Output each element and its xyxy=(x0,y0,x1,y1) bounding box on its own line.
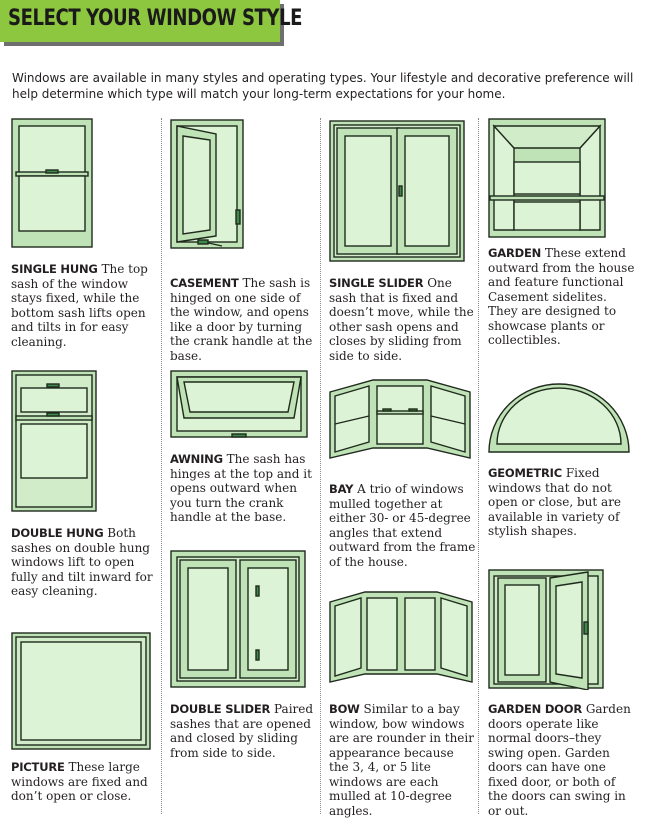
window-text: The top sash of the window stays fixed, … xyxy=(11,262,148,349)
bay-window-icon xyxy=(329,378,471,460)
awning-window-icon xyxy=(170,370,308,440)
double-slider-window-icon xyxy=(170,550,306,688)
single-hung-window-icon xyxy=(11,118,93,248)
column-divider xyxy=(320,118,321,814)
window-text: The sash is hinged on one side of the wi… xyxy=(170,276,313,363)
window-text: Paired sashes that are opened and closed… xyxy=(170,702,314,760)
window-description: DOUBLE SLIDER Paired sashes that are ope… xyxy=(170,702,318,760)
garden-door-icon xyxy=(488,566,606,690)
window-name: DOUBLE SLIDER xyxy=(170,702,271,716)
geometric-window-icon xyxy=(488,382,630,454)
window-text: Fixed windows that do not open or close,… xyxy=(488,466,622,538)
window-description: GARDEN DOOR Garden doors operate like no… xyxy=(488,702,636,818)
window-text: A trio of windows mulled together at eit… xyxy=(329,482,476,569)
window-name: AWNING xyxy=(170,452,223,466)
picture-window-icon xyxy=(11,632,151,750)
single-slider-window-icon xyxy=(329,120,465,262)
page-title: SELECT YOUR WINDOW STYLE xyxy=(8,6,303,31)
intro-paragraph: Windows are available in many styles and… xyxy=(12,71,634,101)
column-divider xyxy=(478,118,479,814)
bow-window-icon xyxy=(329,588,473,684)
window-text: These large windows are fixed and don’t … xyxy=(11,760,148,803)
window-name: BAY xyxy=(329,482,354,496)
double-hung-window-icon xyxy=(11,370,97,512)
window-name: BOW xyxy=(329,702,360,716)
window-name: GEOMETRIC xyxy=(488,466,562,480)
window-text: Garden doors operate like normal doors–t… xyxy=(488,702,631,818)
column-divider xyxy=(161,118,162,814)
garden-window-icon xyxy=(488,118,606,238)
window-description: BAY A trio of windows mulled together at… xyxy=(329,482,477,569)
window-description: SINGLE HUNG The top sash of the window s… xyxy=(11,262,159,349)
window-name: SINGLE SLIDER xyxy=(329,276,424,290)
window-description: PICTURE These large windows are fixed an… xyxy=(11,760,159,804)
window-name: CASEMENT xyxy=(170,276,239,290)
window-description: BOW Similar to a bay window, bow windows… xyxy=(329,702,477,818)
window-description: GARDEN These extend outward from the hou… xyxy=(488,246,636,348)
window-name: GARDEN xyxy=(488,246,542,260)
window-text: One sash that is fixed and doesn’t move,… xyxy=(329,276,474,363)
casement-window-icon xyxy=(170,118,246,252)
window-name: DOUBLE HUNG xyxy=(11,526,104,540)
window-text: Similar to a bay window, bow windows are… xyxy=(329,702,474,818)
window-description: AWNING The sash has hinges at the top an… xyxy=(170,452,318,525)
header-banner: SELECT YOUR WINDOW STYLE xyxy=(0,0,302,42)
window-name: GARDEN DOOR xyxy=(488,702,582,716)
window-text: Both sashes on double hung windows lift … xyxy=(11,526,153,598)
window-name: PICTURE xyxy=(11,760,65,774)
window-description: CASEMENT The sash is hinged on one side … xyxy=(170,276,318,363)
window-text: These extend outward from the house and … xyxy=(488,246,635,347)
window-description: GEOMETRIC Fixed windows that do not open… xyxy=(488,466,636,539)
window-description: DOUBLE HUNG Both sashes on double hung w… xyxy=(11,526,159,599)
window-description: SINGLE SLIDER One sash that is fixed and… xyxy=(329,276,477,363)
window-text: The sash has hinges at the top and it op… xyxy=(170,452,312,524)
window-name: SINGLE HUNG xyxy=(11,262,98,276)
